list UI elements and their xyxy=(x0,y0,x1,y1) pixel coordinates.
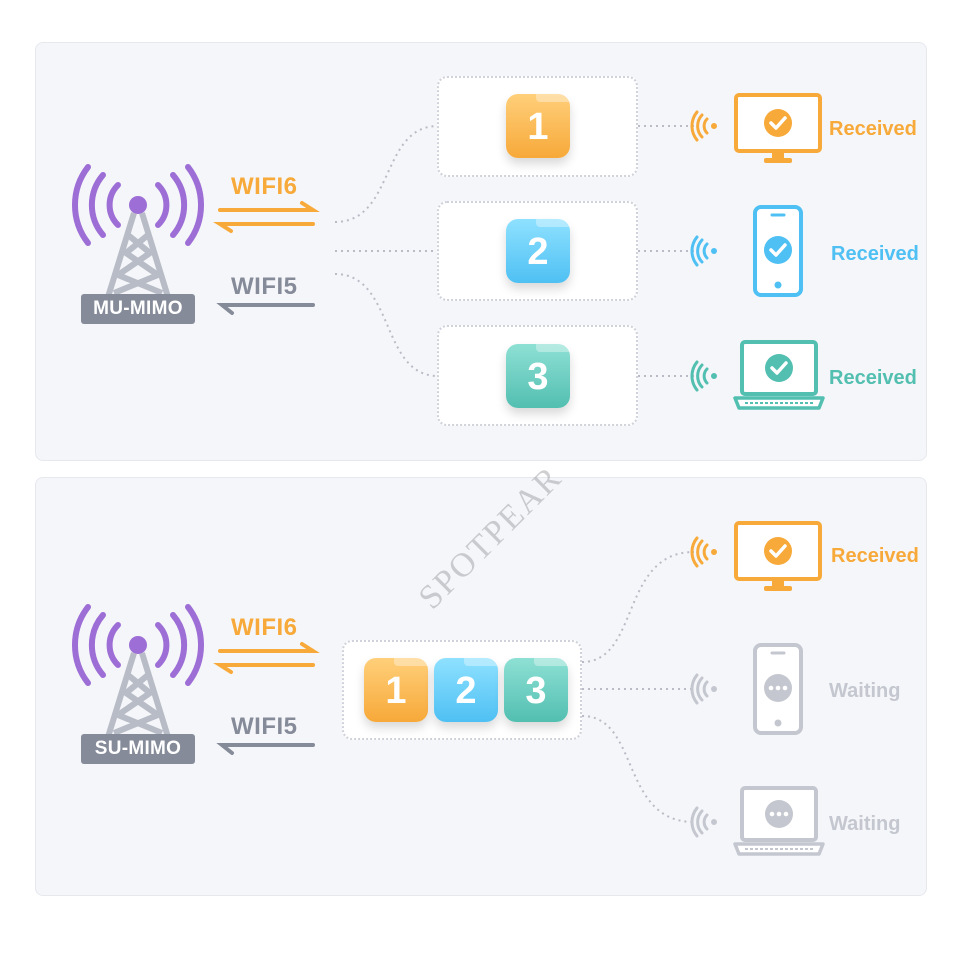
su-mimo-badge: SU-MIMO xyxy=(81,734,195,764)
mu-wifi6-arrows xyxy=(213,201,320,233)
signal-icon xyxy=(690,806,717,838)
mu-line-1 xyxy=(334,125,439,223)
laptop-icon xyxy=(733,340,825,410)
file-icon-1: 1 xyxy=(506,94,570,158)
mu-wifi6-label: WIFI6 xyxy=(231,173,298,200)
signal-icon xyxy=(690,235,717,267)
signal-icon xyxy=(690,360,717,392)
mu-line-3 xyxy=(334,273,439,377)
tower-icon xyxy=(72,604,204,738)
file-icon-1: 1 xyxy=(364,658,428,722)
file-icon-2: 2 xyxy=(506,219,570,283)
mu-status-laptop: Received xyxy=(829,367,917,389)
phone-icon xyxy=(753,205,803,297)
monitor-icon xyxy=(734,93,822,163)
file-icon-3: 3 xyxy=(506,344,570,408)
su-status-phone: Waiting xyxy=(829,680,901,702)
mu-mimo-badge: MU-MIMO xyxy=(81,294,195,324)
signal-icon xyxy=(690,110,717,142)
su-out-1 xyxy=(581,551,695,663)
mu-wifi5-arrow xyxy=(216,303,315,315)
su-wifi5-arrow xyxy=(216,743,315,755)
signal-icon xyxy=(690,536,717,568)
su-status-monitor: Received xyxy=(831,545,919,567)
signal-icon xyxy=(690,673,717,705)
mu-status-monitor: Received xyxy=(829,118,917,140)
su-status-laptop: Waiting xyxy=(829,813,901,835)
file-icon-2: 2 xyxy=(434,658,498,722)
mu-stream-box-1 xyxy=(437,76,638,177)
tower-icon xyxy=(72,164,204,298)
monitor-icon xyxy=(734,521,822,591)
su-wifi5-label: WIFI5 xyxy=(231,713,298,740)
file-icon-3: 3 xyxy=(504,658,568,722)
su-wifi6-arrows xyxy=(213,642,320,674)
su-out-3 xyxy=(581,715,695,823)
phone-icon xyxy=(753,643,803,735)
su-wifi6-label: WIFI6 xyxy=(231,614,298,641)
laptop-icon xyxy=(733,786,825,856)
mu-wifi5-label: WIFI5 xyxy=(231,273,298,300)
mu-status-phone: Received xyxy=(831,243,919,265)
